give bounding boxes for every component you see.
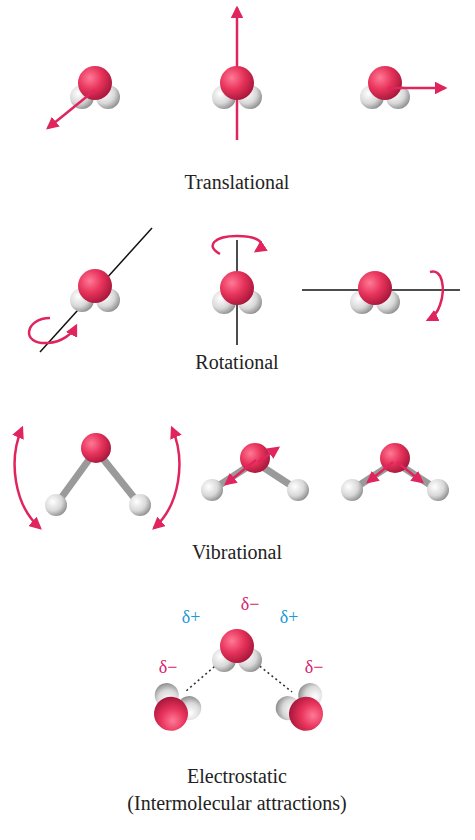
row-title: Vibrational [192, 541, 282, 563]
row-subtitle: (Intermolecular attractions) [127, 792, 346, 814]
row-title: Electrostatic [187, 765, 287, 787]
electrostatic-group [141, 629, 336, 741]
row-title: Translational [185, 171, 290, 193]
partial-charge: δ− [241, 595, 260, 615]
row-title: Rotational [195, 351, 278, 373]
partial-charge: δ− [159, 658, 178, 678]
partial-charge: δ+ [280, 608, 299, 628]
rotational-row [29, 228, 460, 352]
partial-charge: δ− [305, 658, 324, 678]
vibrational-row [15, 428, 449, 528]
partial-charge: δ+ [182, 608, 201, 628]
translational-row [48, 8, 445, 140]
